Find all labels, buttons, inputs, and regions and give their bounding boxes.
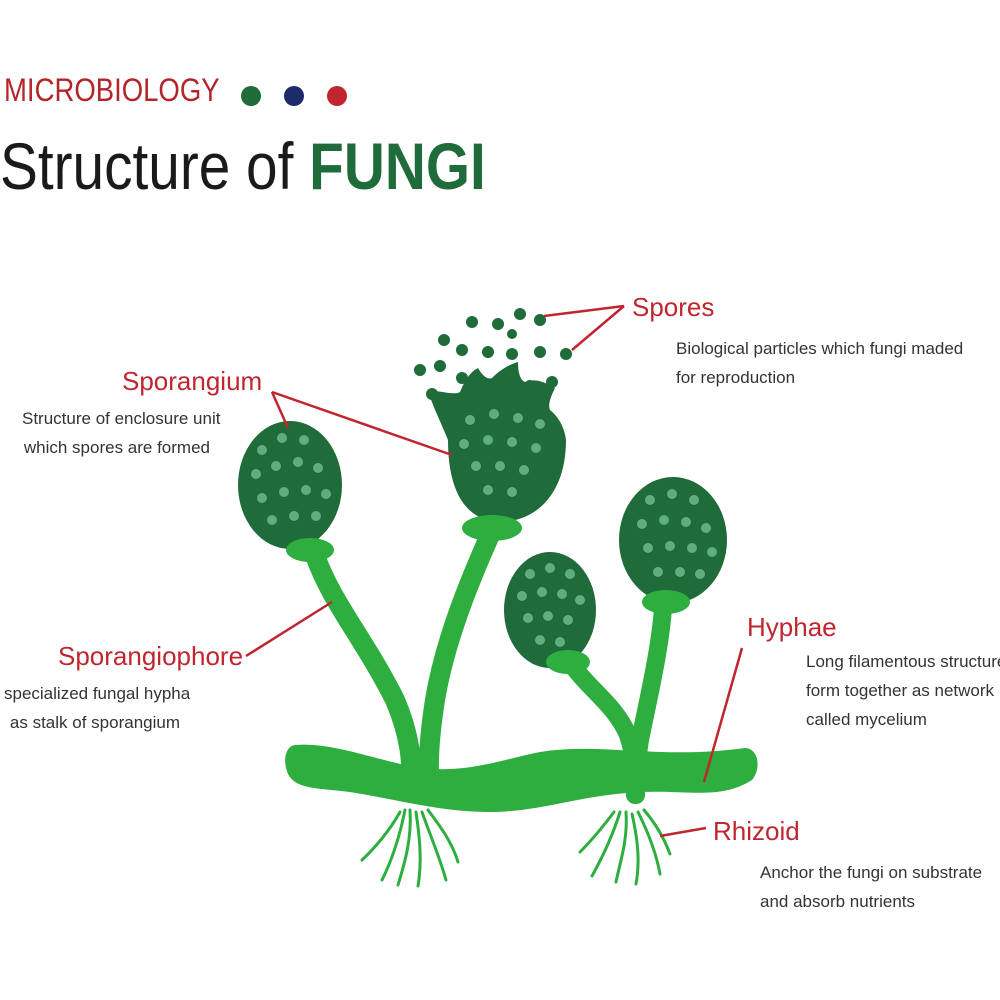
sporangium-2: [428, 362, 566, 541]
pointer-hyphae: [702, 647, 744, 783]
dot-green: [241, 86, 261, 106]
desc-sporangium: Structure of enclosure unit which spores…: [22, 404, 221, 462]
pointer-lines: [245, 304, 744, 838]
pointer-spores-2: [571, 305, 625, 351]
stalk-1: [305, 545, 422, 800]
desc-sporangiophore: specialized fungal hypha as stalk of spo…: [4, 679, 191, 737]
stalk-2: [418, 525, 500, 805]
desc-hyphae-line-3: called mycelium: [806, 710, 927, 729]
label-spores: Spores: [632, 292, 715, 322]
desc-rhizoid-line-1: Anchor the fungi on substrate: [760, 863, 983, 882]
desc-spores-line-1: Biological particles which fungi maded: [676, 339, 964, 358]
dot-red: [327, 86, 347, 106]
desc-hyphae-line-2: form together as network: [806, 681, 995, 700]
pointer-sporangiophore: [245, 600, 333, 658]
pointer-rhizoid: [659, 826, 707, 838]
rhizoid-left: [360, 808, 460, 888]
desc-spores-line-2: for reproduction: [676, 368, 796, 387]
desc-sporangiophore-line-2: as stalk of sporangium: [9, 713, 180, 732]
label-hyphae: Hyphae: [747, 612, 837, 642]
desc-hyphae-line-1: Long filamentous structure: [806, 652, 1000, 671]
pointer-sporangium-2: [271, 390, 453, 457]
pointer-sporangium-1: [270, 391, 290, 429]
sporangium-3: [504, 552, 596, 674]
pointer-spores-1: [543, 304, 625, 318]
desc-sporangium-line-2: which spores are formed: [23, 438, 210, 457]
desc-rhizoid: Anchor the fungi on substrate and absorb…: [760, 858, 982, 916]
dot-navy: [284, 86, 304, 106]
label-rhizoid: Rhizoid: [713, 816, 800, 846]
desc-sporangiophore-line-1: specialized fungal hypha: [4, 684, 191, 703]
subject-heading: MICROBIOLOGY: [4, 72, 220, 108]
label-sporangiophore: Sporangiophore: [58, 641, 244, 671]
desc-hyphae: Long filamentous structure form together…: [806, 647, 1000, 734]
desc-spores: Biological particles which fungi maded f…: [676, 334, 963, 392]
title-prefix: Structure of: [0, 129, 294, 203]
internal-spores: [251, 409, 717, 647]
rhizoid-right: [578, 808, 672, 886]
desc-rhizoid-line-2: and absorb nutrients: [760, 892, 915, 911]
title-accent: FUNGI: [309, 129, 486, 203]
page-title: Structure of FUNGI: [0, 128, 486, 204]
released-spores: [414, 308, 572, 400]
label-sporangium: Sporangium: [122, 366, 263, 396]
hyphae-body: [285, 744, 758, 812]
desc-sporangium-line-1: Structure of enclosure unit: [22, 409, 221, 428]
